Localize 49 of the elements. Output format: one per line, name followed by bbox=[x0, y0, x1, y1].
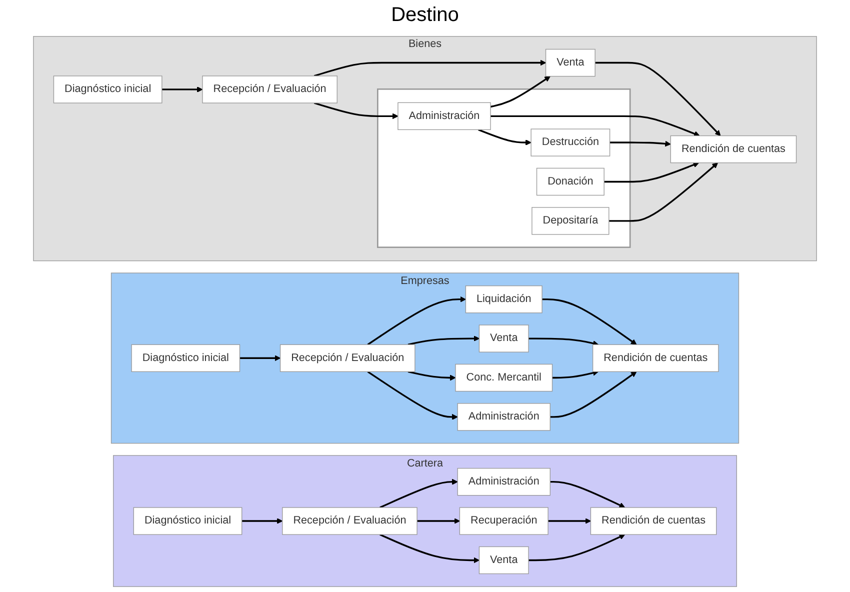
arrow bbox=[478, 128, 532, 146]
arrow bbox=[542, 298, 637, 345]
node-box: Administración bbox=[398, 102, 491, 130]
arrow bbox=[367, 370, 458, 420]
node-box: Rendición de cuentas bbox=[670, 135, 797, 164]
node-box: Diagnóstico inicial bbox=[53, 76, 162, 104]
arrow bbox=[604, 162, 700, 183]
node-box: Administración bbox=[457, 468, 550, 496]
arrow bbox=[550, 480, 626, 508]
arrow bbox=[417, 518, 460, 524]
node-box: Conc. Mercantil bbox=[455, 364, 553, 392]
node-box: Venta bbox=[545, 48, 596, 77]
node-box: Rendición de cuentas bbox=[590, 507, 717, 535]
arrow bbox=[408, 370, 456, 381]
arrow bbox=[490, 115, 700, 137]
arrow bbox=[408, 336, 480, 346]
node-box: Diagnóstico inicial bbox=[131, 344, 240, 372]
arrow bbox=[490, 76, 550, 108]
node-box: Recepción / Evaluación bbox=[282, 507, 418, 535]
arrow bbox=[242, 518, 283, 524]
arrow bbox=[550, 371, 637, 418]
node-box: Liquidación bbox=[465, 285, 542, 314]
node-box: Recuperación bbox=[459, 507, 548, 535]
arrow bbox=[162, 86, 203, 92]
arrow bbox=[380, 534, 480, 564]
node-box: Recepción / Evaluación bbox=[280, 344, 416, 372]
node-box: Diagnóstico inicial bbox=[133, 507, 242, 535]
node-box: Recepción / Evaluación bbox=[202, 76, 338, 104]
column-heading: Destino bbox=[391, 4, 459, 27]
arrow bbox=[595, 62, 721, 136]
arrow bbox=[608, 162, 718, 222]
arrow bbox=[548, 518, 591, 524]
arrow bbox=[314, 60, 546, 77]
arrow bbox=[552, 370, 599, 379]
arrow bbox=[367, 296, 466, 346]
arrow bbox=[240, 355, 281, 362]
node-box: Venta bbox=[478, 546, 529, 574]
arrow bbox=[610, 140, 671, 147]
node-box: Depositaría bbox=[532, 207, 610, 235]
arrow bbox=[528, 534, 626, 562]
node-box: Venta bbox=[478, 324, 529, 352]
node-box: Donación bbox=[536, 168, 604, 196]
arrow bbox=[314, 102, 398, 120]
arrow bbox=[528, 338, 599, 346]
arrow bbox=[380, 478, 458, 508]
node-box: Rendición de cuentas bbox=[592, 344, 719, 372]
node-box: Administración bbox=[457, 403, 550, 431]
node-box: Destrucción bbox=[530, 128, 610, 156]
cluster bbox=[377, 88, 631, 248]
